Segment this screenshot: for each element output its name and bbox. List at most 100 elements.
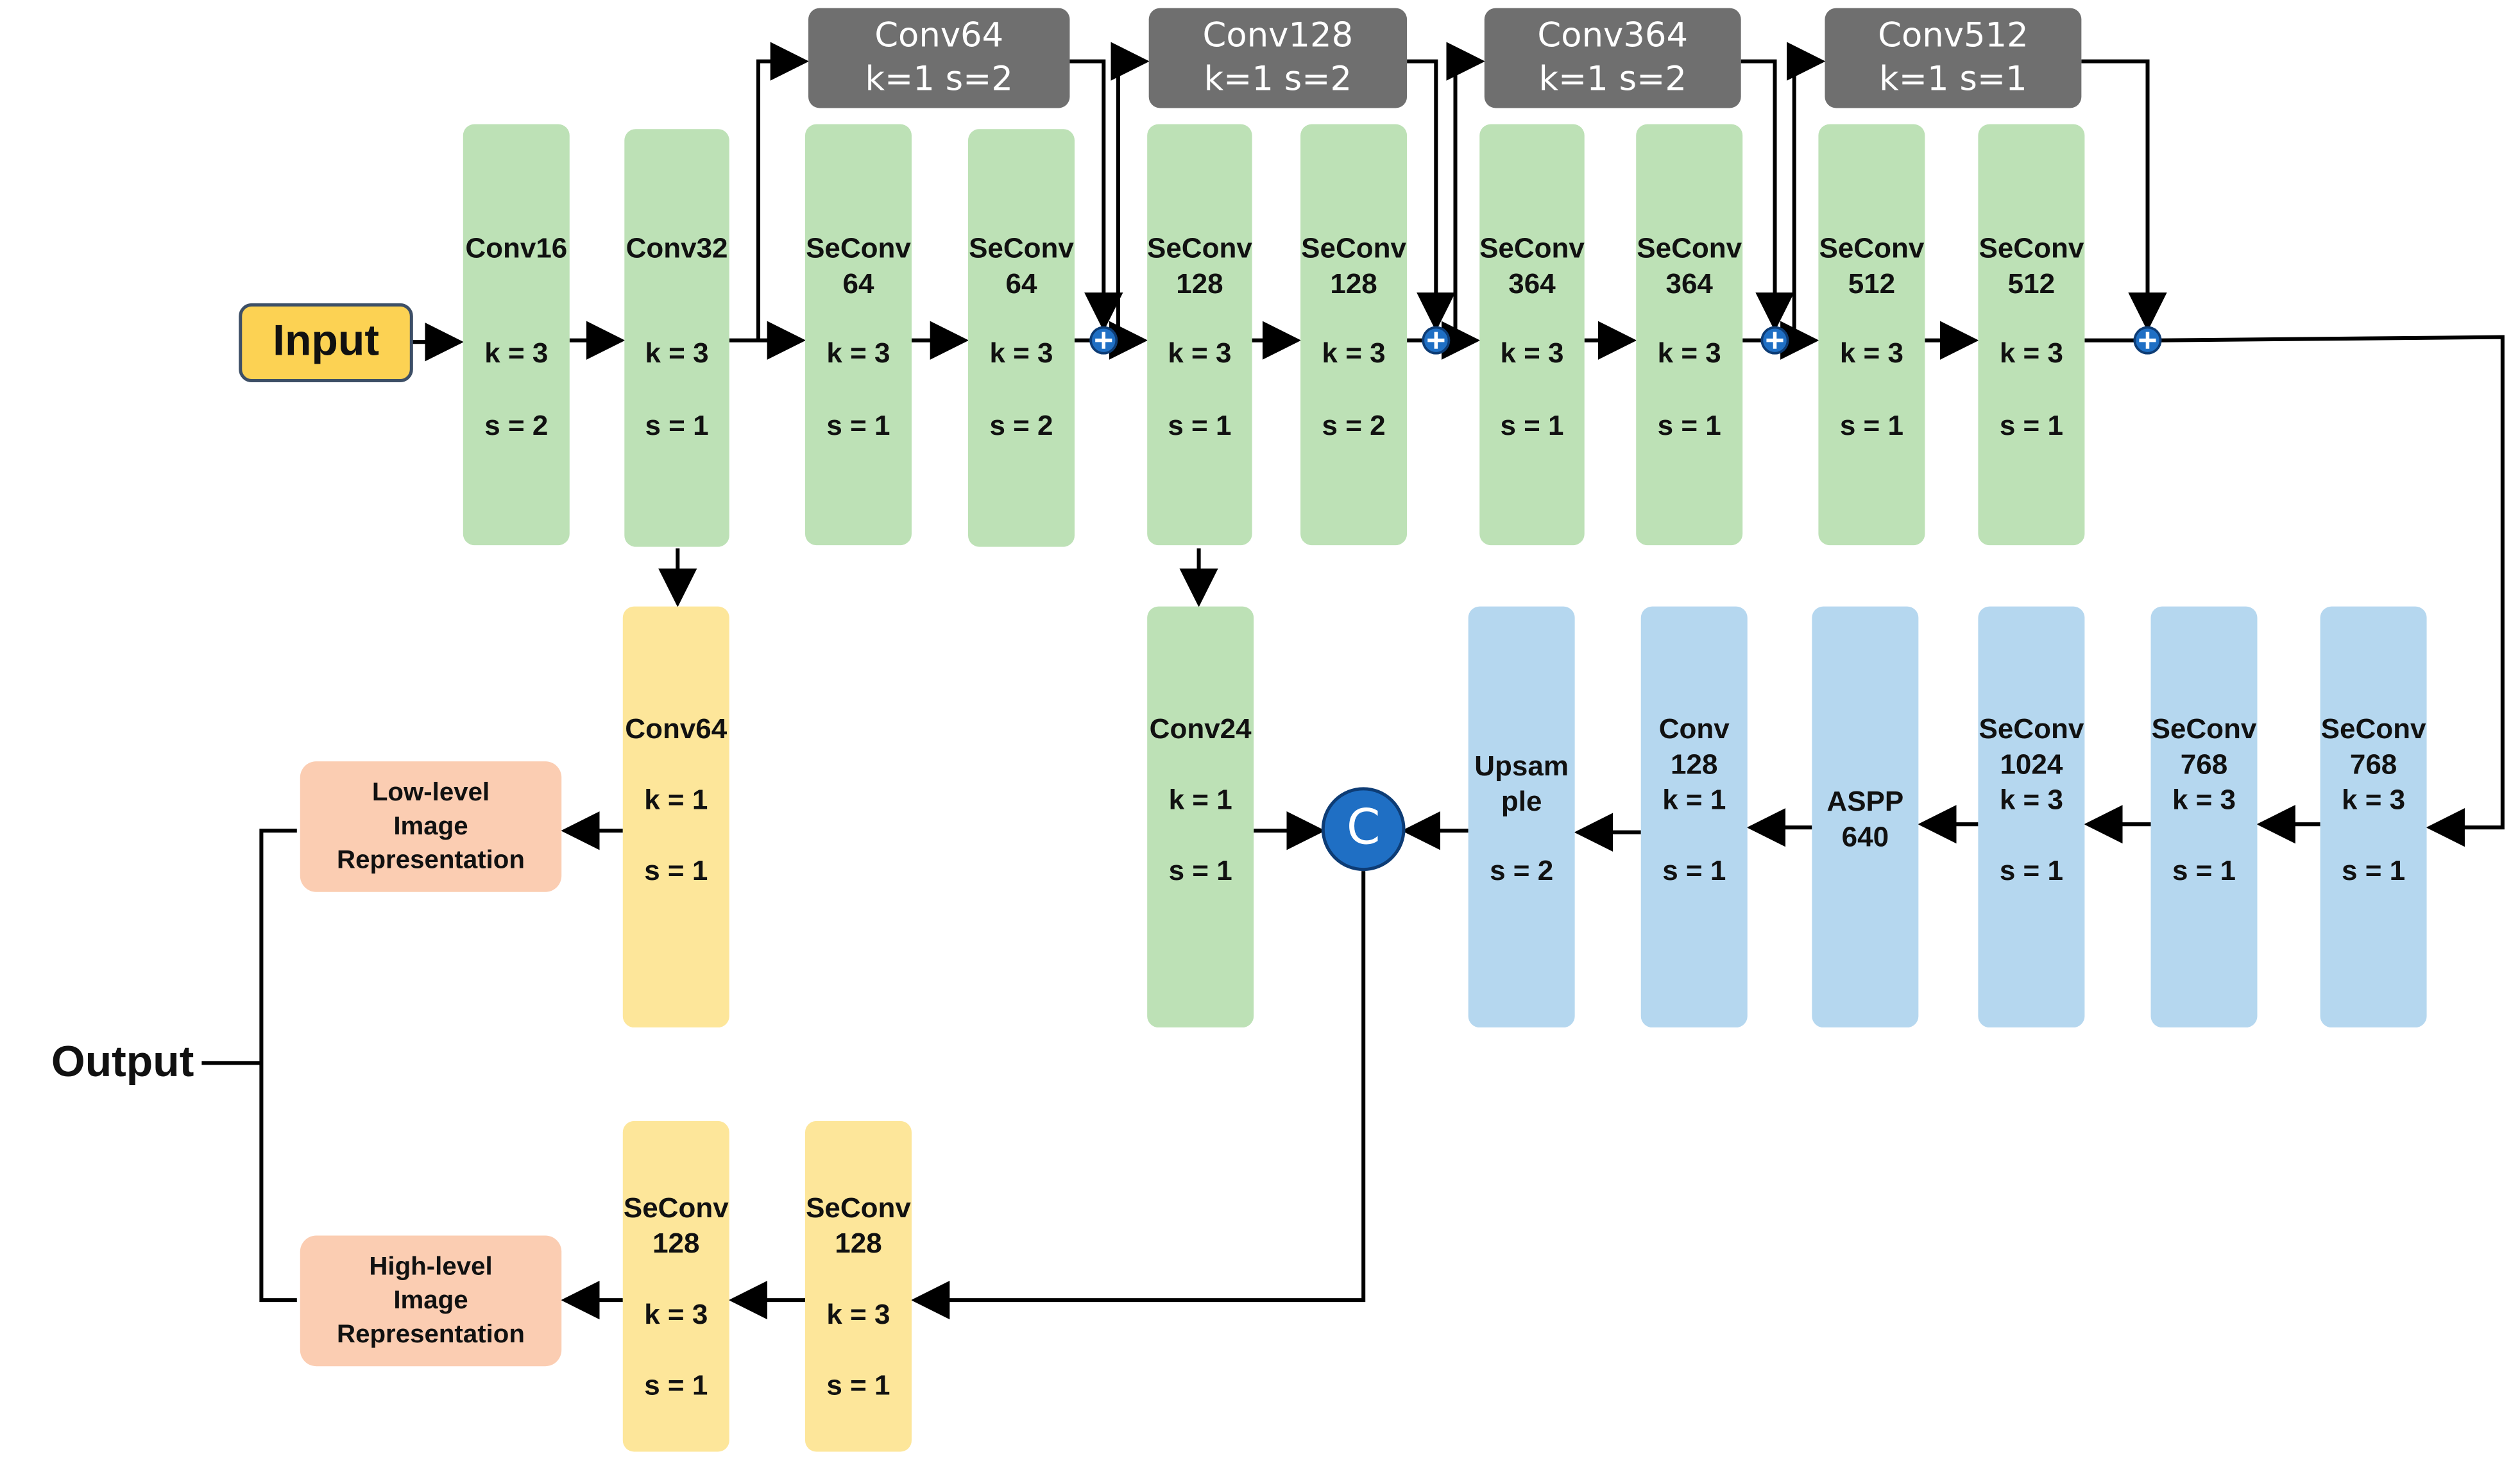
- block-low-level-output-line-1: Image: [393, 811, 468, 840]
- arrow-shortcut-conv128-to-add2: [1407, 59, 1456, 332]
- block-seconv768b-line-2: k = 3: [2342, 784, 2405, 816]
- block-seconv64a-line-4: s = 1: [826, 410, 890, 441]
- block-seconv768a-line-4: s = 1: [2172, 855, 2236, 886]
- block-seconv512b-line-2: k = 3: [2000, 337, 2063, 369]
- block-conv32-line-4: s = 1: [645, 410, 708, 441]
- block-seconv128b-shape: [1300, 124, 1408, 546]
- block-seconv512a-line-1: 512: [1848, 268, 1895, 300]
- block-upsample-shape: [1468, 606, 1575, 1028]
- block-seconv1024-line-0: SeConv: [1979, 713, 2084, 745]
- block-seconv128-high-b-shape: [805, 1120, 912, 1452]
- block-aspp: ASPP 640: [1812, 606, 1919, 1028]
- add-node-icon-2: [1422, 326, 1451, 355]
- input-block: Input: [239, 303, 413, 383]
- block-seconv128b-line-1: 128: [1330, 268, 1377, 300]
- block-seconv64b-line-0: SeConv: [969, 232, 1074, 264]
- block-seconv64b-line-1: 64: [1006, 268, 1037, 300]
- input-block-shape: [239, 303, 413, 383]
- block-seconv768a-line-0: SeConv: [2152, 713, 2257, 745]
- block-seconv512a-line-2: k = 3: [1840, 337, 1903, 369]
- concat-node-icon: C: [1321, 787, 1406, 872]
- block-seconv128b: SeConv 128 k = 3 s = 2: [1300, 124, 1408, 546]
- block-seconv768b-line-0: SeConv: [2321, 713, 2426, 745]
- block-seconv364b-line-1: 364: [1665, 268, 1713, 300]
- block-conv128-blue-line-2: k = 1: [1662, 784, 1726, 816]
- block-seconv364a-line-1: 364: [1508, 268, 1556, 300]
- block-conv24-line-2: k = 1: [1169, 784, 1232, 816]
- arrow-branch-to-shortcut-conv364: [1446, 42, 1485, 341]
- block-conv16-line-4: s = 2: [484, 410, 548, 441]
- block-conv32-shape: [624, 129, 729, 547]
- block-aspp-line-1: 640: [1842, 821, 1889, 852]
- arrow-shortcut-conv364-to-add3: [1741, 59, 1794, 332]
- concat-node-shape: [1321, 787, 1406, 872]
- block-seconv364a-line-4: s = 1: [1500, 410, 1563, 441]
- block-seconv128b-line-0: SeConv: [1301, 232, 1406, 264]
- block-seconv64a: SeConv 64 k = 3 s = 1: [805, 124, 912, 546]
- shortcut-conv512-line-1: k=1 s=1: [1879, 59, 2027, 98]
- block-seconv64a-shape: [805, 124, 912, 546]
- shortcut-conv128-line-1: k=1 s=2: [1204, 59, 1352, 98]
- block-conv32-line-2: k = 3: [645, 337, 708, 369]
- shortcut-conv364-shape: [1484, 8, 1741, 108]
- block-seconv128b-line-4: s = 2: [1322, 410, 1386, 441]
- arrow-add4-to-seconv768b: [2160, 335, 2505, 847]
- block-seconv768a-line-1: 768: [2181, 748, 2227, 780]
- block-seconv364b-line-2: k = 3: [1658, 337, 1721, 369]
- block-seconv364a-line-2: k = 3: [1500, 337, 1563, 369]
- arrow-shortcut-conv512-to-add4: [2081, 59, 2167, 332]
- block-seconv364a-line-0: SeConv: [1479, 232, 1585, 264]
- block-seconv512b-line-0: SeConv: [1979, 232, 2084, 264]
- block-seconv128a-line-2: k = 3: [1168, 337, 1231, 369]
- output-bracket: [259, 829, 297, 1303]
- block-seconv364b-line-4: s = 1: [1658, 410, 1721, 441]
- block-seconv64a-line-1: 64: [843, 268, 874, 300]
- block-seconv768a-line-2: k = 3: [2172, 784, 2236, 816]
- shortcut-conv364-line-1: k=1 s=2: [1538, 59, 1687, 98]
- block-conv24: Conv24 k = 1 s = 1: [1147, 606, 1254, 1028]
- block-seconv128a-line-4: s = 1: [1168, 410, 1231, 441]
- block-seconv512a-line-0: SeConv: [1819, 232, 1924, 264]
- block-high-level-output-line-0: High-level: [369, 1251, 492, 1280]
- block-seconv128-high-a-line-2: k = 3: [644, 1299, 708, 1330]
- block-conv64-low-line-0: Conv64: [625, 713, 727, 745]
- block-conv16-line-0: Conv16: [465, 232, 567, 264]
- block-high-level-output-line-2: Representation: [337, 1319, 525, 1348]
- input-label: Input: [273, 317, 379, 365]
- block-seconv128-high-b-line-4: s = 1: [826, 1370, 890, 1401]
- block-seconv512a-line-4: s = 1: [1840, 410, 1903, 441]
- block-conv24-line-0: Conv24: [1150, 713, 1252, 745]
- block-seconv1024-line-1: 1024: [2000, 748, 2063, 780]
- shortcut-conv64-line-1: k=1 s=2: [865, 59, 1013, 98]
- block-seconv512b-line-1: 512: [2008, 268, 2055, 300]
- block-conv64-low-line-4: s = 1: [644, 855, 708, 886]
- block-seconv64a-line-2: k = 3: [826, 337, 890, 369]
- add-node-icon-1: [1089, 326, 1118, 355]
- block-upsample-line-3: s = 2: [1490, 855, 1553, 886]
- block-aspp-line-0: ASPP: [1826, 786, 1903, 817]
- block-seconv128-high-a-line-0: SeConv: [624, 1192, 729, 1224]
- merge-nodes: C: [1089, 326, 2162, 872]
- block-seconv64a-line-0: SeConv: [806, 232, 911, 264]
- block-seconv512a-shape: [1818, 124, 1925, 546]
- block-low-level-output-line-0: Low-level: [372, 777, 490, 806]
- block-seconv512b-line-4: s = 1: [2000, 410, 2063, 441]
- block-high-level-output-line-1: Image: [393, 1285, 468, 1314]
- block-high-level-output-shape: [300, 1235, 562, 1367]
- block-low-level-output-shape: [300, 761, 562, 892]
- block-conv24-line-4: s = 1: [1169, 855, 1232, 886]
- block-seconv128b-line-2: k = 3: [1322, 337, 1386, 369]
- block-seconv364a: SeConv 364 k = 3 s = 1: [1479, 124, 1585, 546]
- block-seconv364a-shape: [1479, 124, 1585, 546]
- block-seconv768a-shape: [2150, 606, 2258, 1028]
- block-seconv64b-line-4: s = 2: [989, 410, 1053, 441]
